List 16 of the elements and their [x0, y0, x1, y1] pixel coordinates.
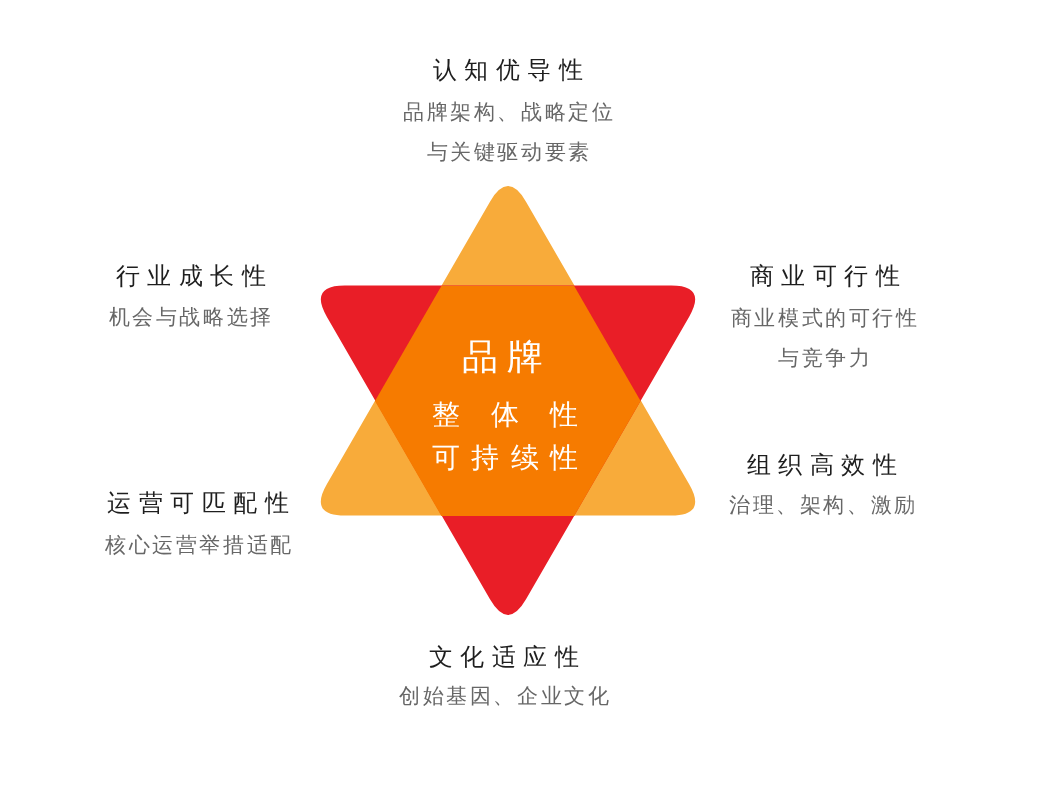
- description-text: 创始基因、企业文化: [398, 683, 612, 710]
- center-hexagon: [375, 285, 641, 516]
- center-text: 可持续性: [432, 440, 578, 476]
- center-text: 整体性: [432, 397, 578, 433]
- description-text: 机会与战略选择: [107, 304, 274, 331]
- heading-text: 组织高效性: [745, 450, 905, 481]
- heading-text: 行业成长性: [114, 261, 274, 292]
- description-text: 商业模式的可行性与竞争力: [729, 305, 921, 372]
- heading-text: 文化适应性: [427, 642, 587, 673]
- description-text: 品牌架构、战略定位与关键驱动要素: [402, 99, 617, 166]
- description-text: 治理、架构、激励: [728, 492, 918, 519]
- description-text: 核心运营举措适配: [104, 532, 294, 559]
- heading-text: 运营可匹配性: [106, 488, 297, 519]
- heading-text: 商业可行性: [748, 261, 908, 292]
- center-title: 品牌: [461, 335, 553, 379]
- heading-text: 认知优导性: [431, 55, 591, 86]
